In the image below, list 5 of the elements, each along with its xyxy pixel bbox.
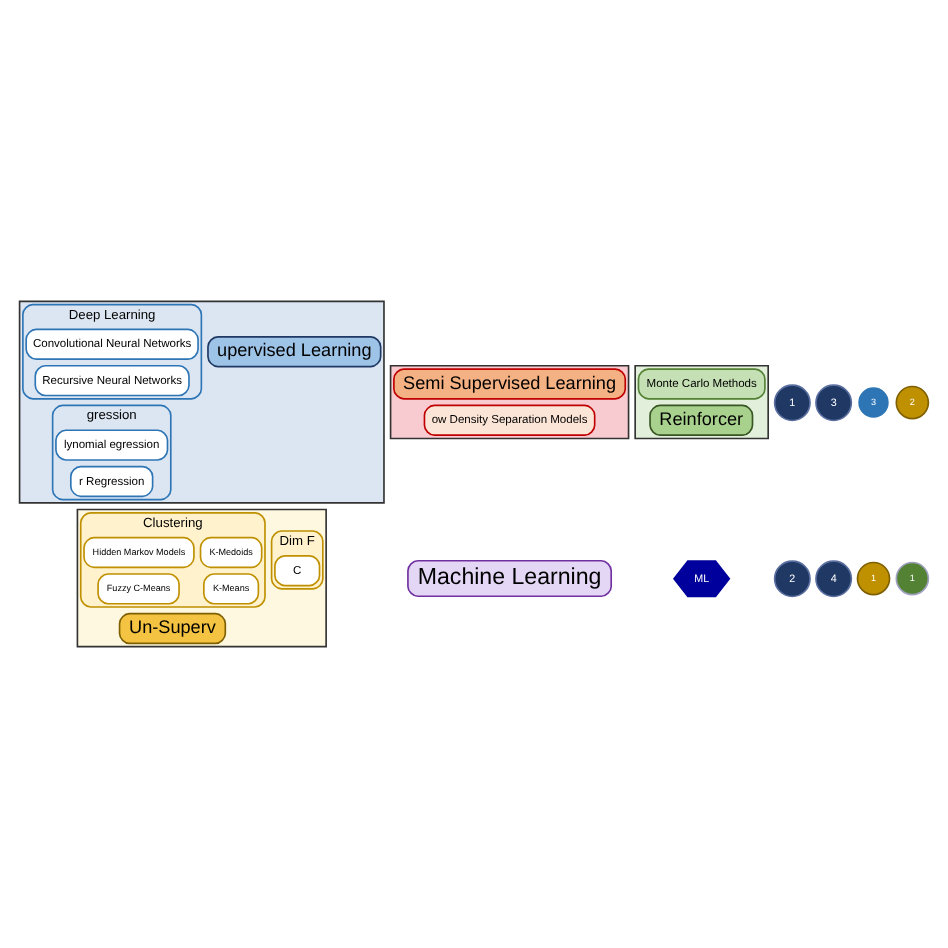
node-box: Reinforcer [649,404,754,436]
node-box: Semi Supervised Learning [393,368,627,400]
node-box: Machine Learning [407,559,613,598]
node-box: upervised Learning [207,336,382,368]
node-box: Un-Superv [118,612,227,645]
